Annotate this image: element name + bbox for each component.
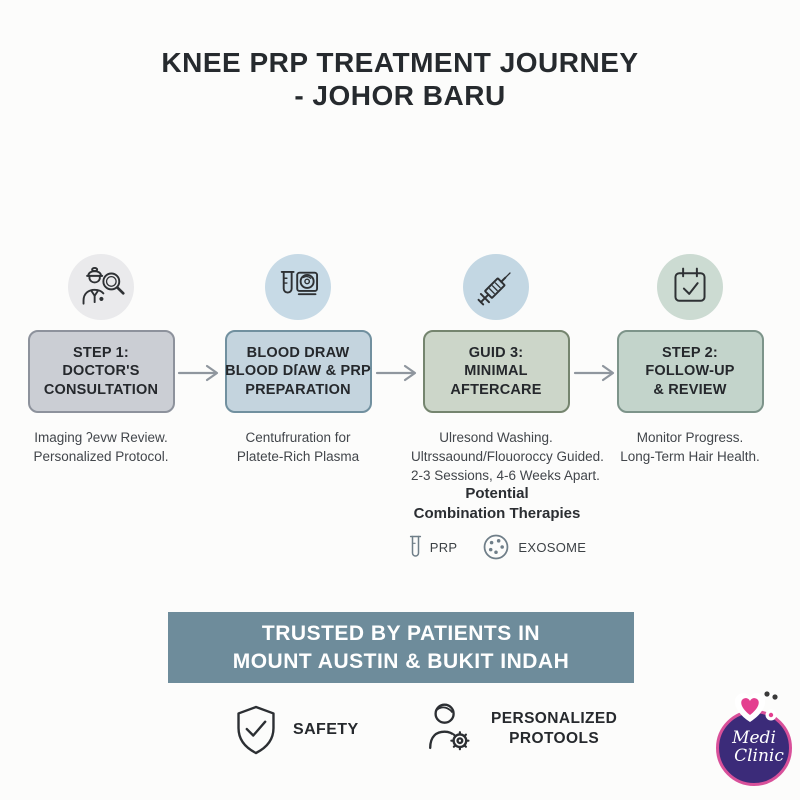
person-gear-icon	[429, 703, 470, 751]
step-4-title-line: & REVIEW	[653, 381, 727, 398]
feature-personalized-label: PERSONALIZED PROTOOLS	[491, 709, 618, 747]
combination-therapies-section: Potential Combination Therapies PRP	[391, 484, 603, 562]
step-4-title-line: STEP 2:	[662, 345, 718, 362]
step-3-title-line: GUID 3:	[468, 345, 524, 362]
step-1-description: Imaging ʔevw Review. Personalized Protoc…	[33, 430, 169, 465]
combination-item-label: PRP	[429, 539, 458, 555]
stethoscope-heart-icon	[734, 691, 778, 722]
exosome-icon	[484, 534, 509, 560]
step-column-1: STEP 1: DOCTOR'S CONSULTATION Imaging ʔe…	[16, 254, 186, 466]
arrow-icon	[375, 364, 417, 382]
step-column-4: STEP 2: FOLLOW-UP & REVIEW Monitor Progr…	[605, 254, 775, 466]
page-title: KNEE PRP TREATMENT JOURNEY - JOHOR BARU	[0, 46, 800, 112]
step-3-box: GUID 3: MINIMAL AFTERCARE	[422, 330, 570, 413]
step-2-title-line: PREPARATION	[245, 381, 351, 398]
step-4-box: STEP 2: FOLLOW-UP & REVIEW	[616, 330, 764, 413]
feature-safety-label: SAFETY	[293, 720, 359, 738]
logo-name-line2: Clinic	[734, 746, 784, 766]
page-title-line2: - JOHOR BARU	[294, 80, 506, 112]
step-3-title-line: MINIMAL	[464, 363, 528, 380]
combination-item-exosome: EXOSOME	[481, 532, 586, 562]
logo-name-line1: Medi	[732, 728, 776, 749]
doctor-magnifier-icon	[68, 254, 134, 320]
syringe-icon	[463, 254, 529, 320]
combination-heading: Potential Combination Therapies	[413, 485, 581, 522]
step-2-description: Centufruration for Platete-Rich Plasma	[236, 430, 360, 465]
step-3-description: Ulresond Washing. Ultrssaound/Flouoroccy…	[411, 430, 604, 484]
centrifuge-icon	[265, 254, 331, 320]
step-4-description: Monitor Progress. Long-Term Hair Health.	[620, 430, 760, 465]
step-2-title-line: BLOOD DRAW	[246, 345, 350, 362]
step-1-title-line: CONSULTATION	[43, 381, 159, 398]
feature-safety: SAFETY	[233, 702, 359, 758]
feature-personalized-protocols: PERSONALIZED PROTOOLS	[423, 698, 617, 760]
trusted-banner: TRUSTED BY PATIENTS IN MOUNT AUSTIN & BU…	[168, 612, 634, 683]
step-column-3: GUID 3: MINIMAL AFTERCARE Ulresond Washi…	[411, 254, 604, 485]
step-1-box: STEP 1: DOCTOR'S CONSULTATION	[27, 330, 175, 413]
calendar-check-icon	[657, 254, 723, 320]
banner-line2: MOUNT AUSTIN & BUKIT INDAH	[232, 649, 570, 673]
step-3-title-line: AFTERCARE	[450, 381, 542, 398]
step-2-title-line: BLOOD DſAW & PRP	[225, 363, 371, 380]
banner-line1: TRUSTED BY PATIENTS IN	[261, 621, 541, 645]
step-2-box: BLOOD DRAW BLOOD DſAW & PRP PREPARATION	[224, 330, 372, 413]
test-tube-icon	[409, 535, 421, 557]
combination-item-prp: PRP	[408, 532, 458, 562]
mediclinic-logo: Medi Clinic	[714, 688, 794, 790]
step-4-title-line: FOLLOW-UP	[645, 363, 735, 380]
page-title-line1: KNEE PRP TREATMENT JOURNEY	[161, 47, 639, 78]
logo-circle: Medi Clinic	[716, 710, 792, 786]
step-1-title-line: STEP 1:	[73, 345, 129, 362]
combination-item-label: EXOSOME	[518, 539, 587, 555]
arrow-icon	[177, 364, 219, 382]
step-column-2: BLOOD DRAW BLOOD DſAW & PRP PREPARATION …	[213, 254, 383, 466]
step-1-title-line: DOCTOR'S	[62, 363, 140, 380]
arrow-icon	[573, 364, 615, 382]
shield-check-icon	[237, 705, 275, 755]
